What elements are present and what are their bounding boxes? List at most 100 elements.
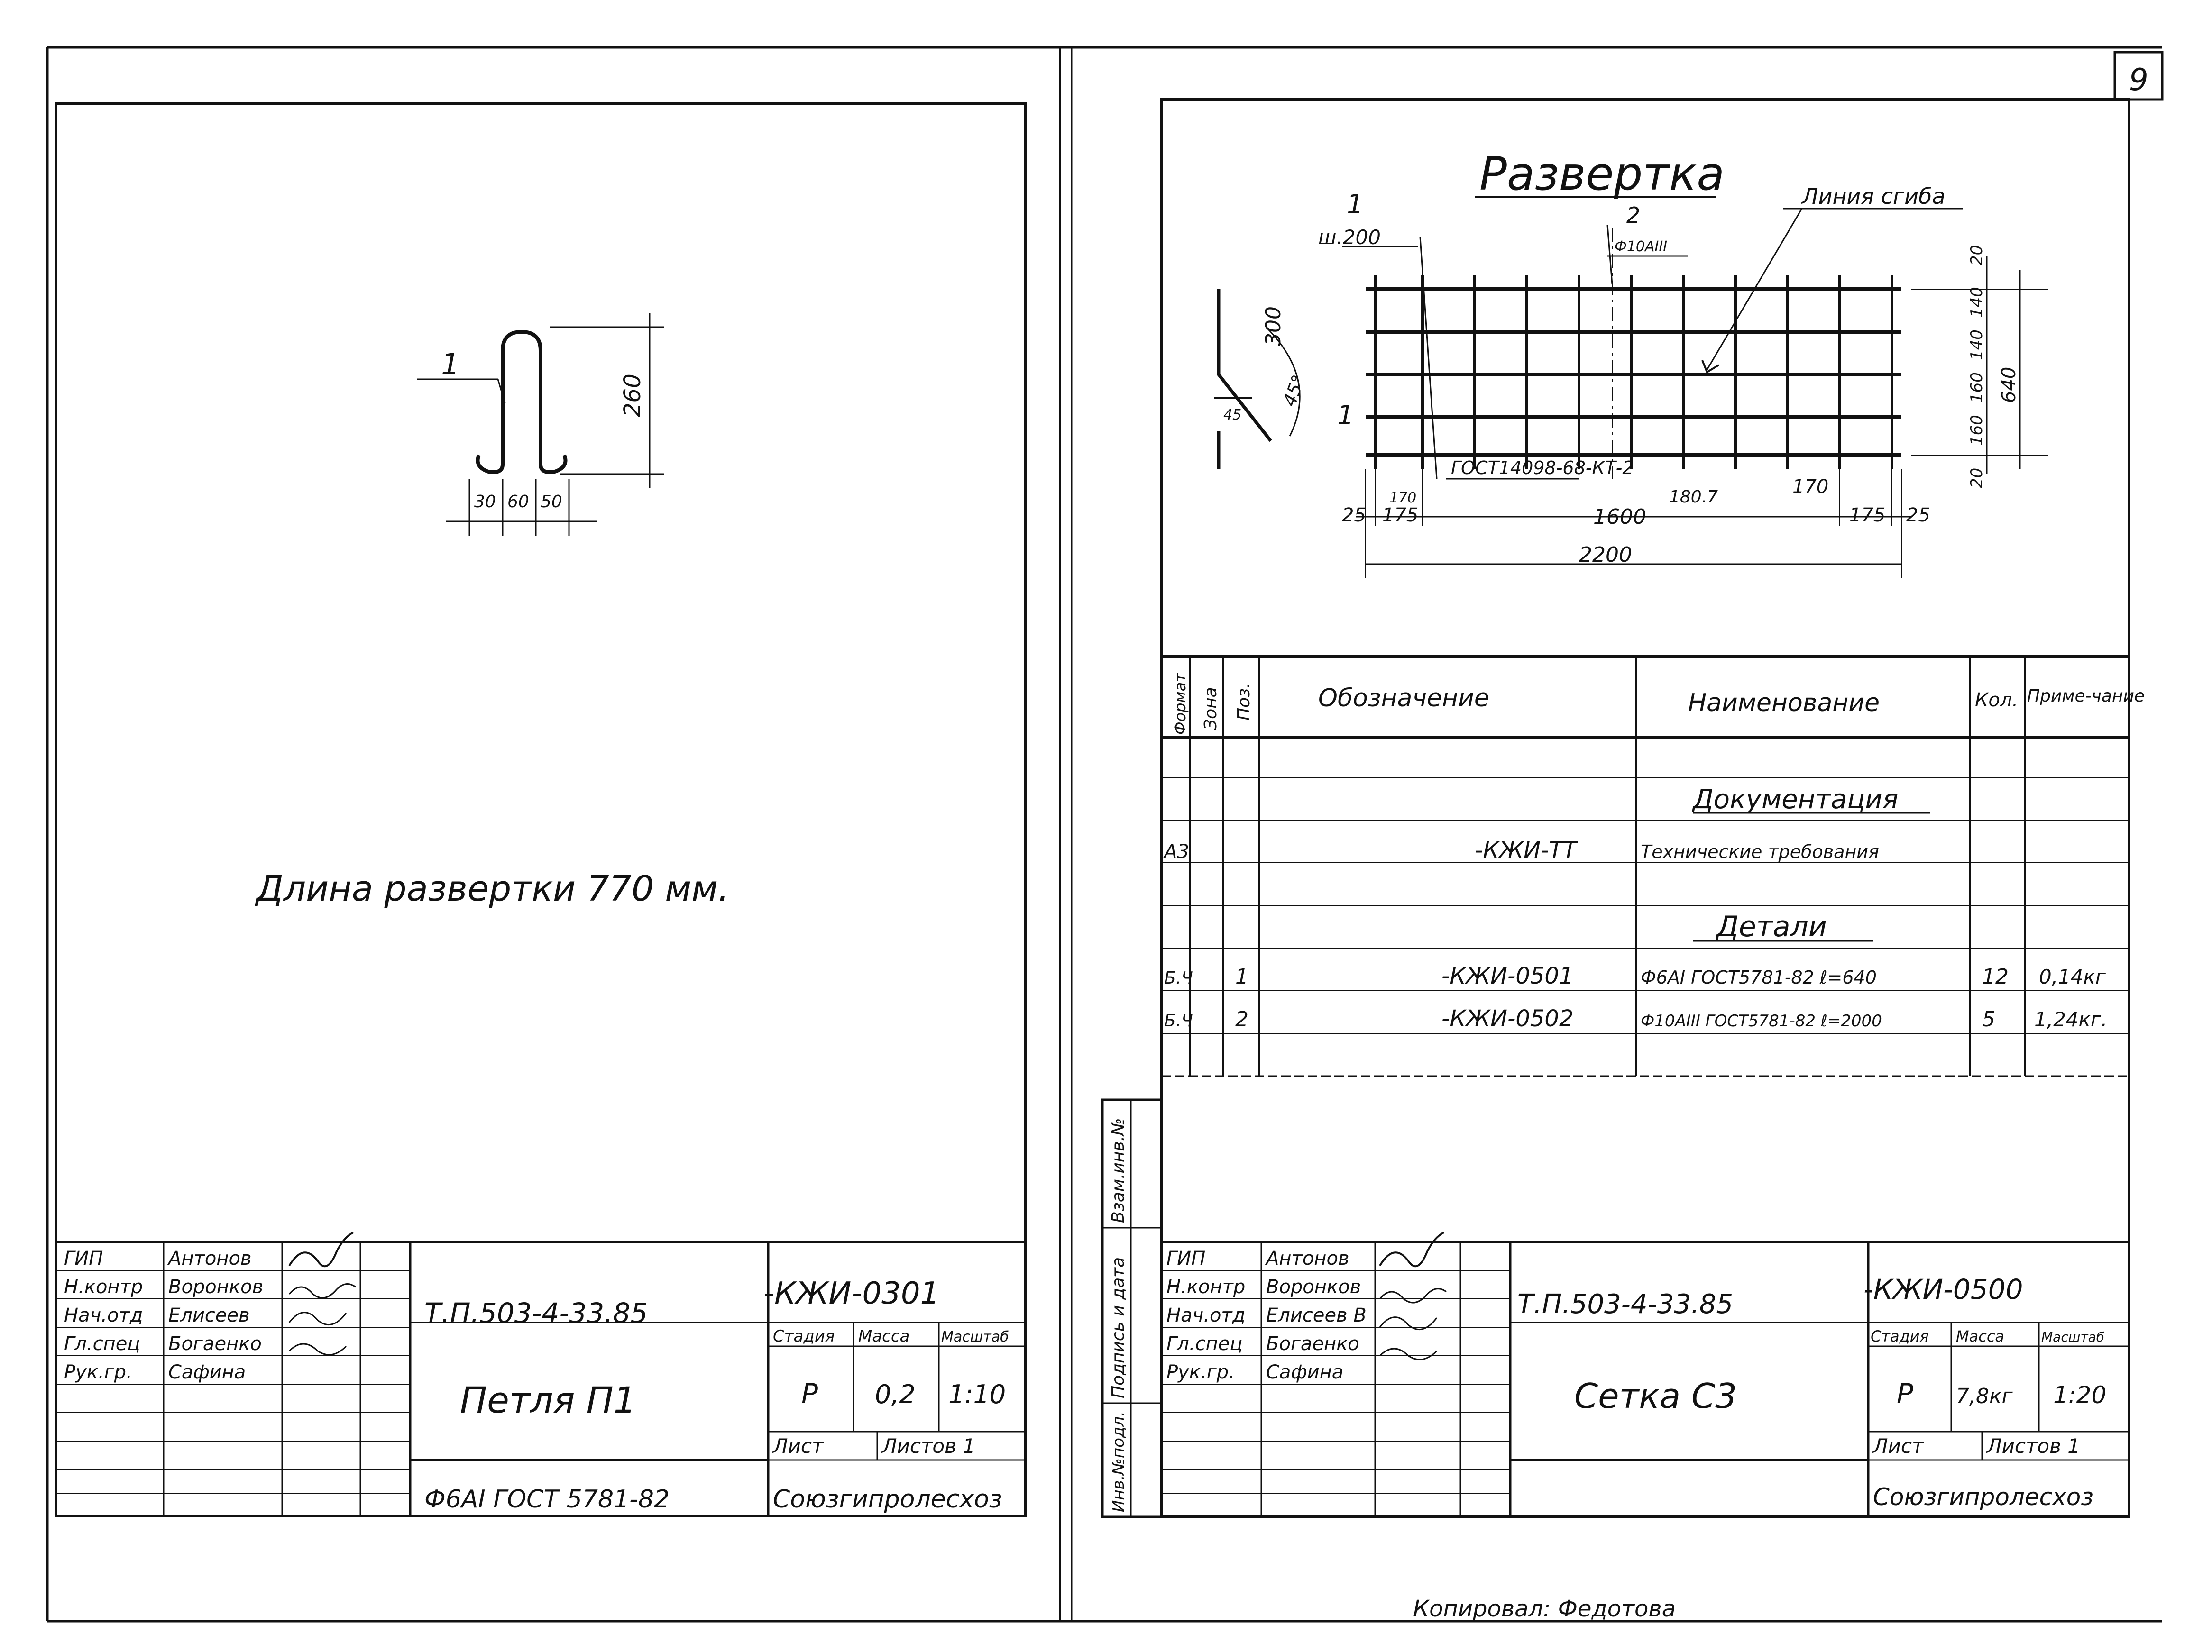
pencil-note-1: 170 xyxy=(1389,490,1416,506)
row1-format: Б.Ч xyxy=(1164,968,1193,988)
loop-dim-height: 260 xyxy=(619,374,646,417)
section-documentation: Документация xyxy=(1691,784,1898,815)
th-name: Наименование xyxy=(1688,689,1880,717)
row2-note: 1,24кг. xyxy=(2034,1008,2107,1031)
dim-300: 300 xyxy=(1261,306,1285,346)
dim-175b: 175 xyxy=(1849,504,1885,526)
callout-2-pos: 2 xyxy=(1626,202,1640,228)
right-sheet-label: Лист xyxy=(1872,1434,1924,1458)
right-frame xyxy=(1160,98,2130,1518)
page-number-box xyxy=(2113,51,2164,101)
right-title: Сетка С3 xyxy=(1574,1376,1737,1416)
th-format: Формат xyxy=(1171,673,1189,735)
left-role-2: Н.контр xyxy=(64,1276,143,1298)
right-name-3: Елисеев В xyxy=(1266,1305,1367,1326)
section-details: Детали xyxy=(1715,910,1827,943)
sheet-borders xyxy=(46,46,2162,1623)
th-qty: Кол. xyxy=(1975,689,2018,711)
th-pos: Поз. xyxy=(1234,683,1254,721)
dim-45deg: 45° xyxy=(1279,372,1309,409)
dim-140b: 140 xyxy=(1967,329,1986,360)
row2-format: Б.Ч xyxy=(1164,1011,1193,1031)
left-name-2: Воронков xyxy=(168,1276,263,1298)
left-title: Петля П1 xyxy=(460,1379,636,1421)
dim-25a: 25 xyxy=(1342,504,1366,526)
right-name-1: Антонов xyxy=(1265,1248,1349,1269)
side-strip-1: Взам.инв.№ xyxy=(1109,1118,1128,1223)
left-project: Т.П.503-4-33.85 xyxy=(424,1297,648,1329)
left-name-4: Богаенко xyxy=(168,1333,262,1355)
left-material: Ф6АI ГОСТ 5781-82 xyxy=(424,1485,670,1514)
right-role-4: Гл.спец xyxy=(1166,1333,1243,1355)
right-scale: 1:20 xyxy=(2053,1381,2106,1409)
dim-140a: 140 xyxy=(1967,287,1986,318)
right-col-mass: Масса xyxy=(1956,1327,2004,1345)
loop-detail xyxy=(417,313,664,536)
callout-1-pos: 1 xyxy=(1347,189,1364,220)
row1-name: Ф6АI ГОСТ5781-82 ℓ=640 xyxy=(1641,967,1877,988)
dim-25b: 25 xyxy=(1906,504,1930,526)
side-strip-2: Подпись и дата xyxy=(1109,1257,1128,1398)
right-role-5: Рук.гр. xyxy=(1166,1361,1235,1383)
right-stage: Р xyxy=(1897,1378,1913,1410)
loop-position-label: 1 xyxy=(441,347,459,382)
left-col-scale: Масштаб xyxy=(941,1329,1009,1345)
left-sheets-label: Листов 1 xyxy=(881,1434,975,1458)
right-col-scale: Масштаб xyxy=(2041,1329,2104,1345)
right-col-stage: Стадия xyxy=(1871,1327,1929,1345)
doc-format: А3 xyxy=(1163,841,1189,863)
left-signatures xyxy=(288,1232,356,1356)
doc-designation: -КЖИ-ТТ xyxy=(1475,837,1579,864)
left-name-1: Антонов xyxy=(167,1248,252,1269)
left-stamp-grid xyxy=(56,1241,1026,1516)
left-name-3: Елисеев xyxy=(168,1305,250,1326)
right-name-2: Воронков xyxy=(1266,1276,1361,1298)
right-code: -КЖИ-0500 xyxy=(1863,1273,2023,1305)
side-strip-grid xyxy=(1101,1098,1163,1518)
left-role-5: Рук.гр. xyxy=(64,1361,132,1383)
right-stamp-grid xyxy=(1162,1241,2129,1517)
left-mass: 0,2 xyxy=(875,1379,916,1409)
th-designation: Обозначение xyxy=(1318,684,1489,712)
dim-1600: 1600 xyxy=(1593,505,1646,529)
row2-designation: -КЖИ-0502 xyxy=(1441,1005,1573,1032)
loop-dim-w1: 30 xyxy=(474,492,496,511)
callout-2-spec: Ф10АIII xyxy=(1615,238,1667,255)
row2-pos: 2 xyxy=(1235,1007,1248,1031)
row1-designation: -КЖИ-0501 xyxy=(1441,963,1573,989)
copied-by: Копировал: Федотова xyxy=(1413,1596,1676,1622)
th-zone: Зона xyxy=(1201,687,1221,730)
left-org: Союзгипролесхоз xyxy=(773,1485,1002,1514)
unfold-title: Развертка xyxy=(1479,147,1725,201)
right-project: Т.П.503-4-33.85 xyxy=(1517,1289,1733,1320)
left-role-3: Нач.отд xyxy=(64,1305,143,1326)
left-code: -КЖИ-0301 xyxy=(763,1276,939,1311)
right-sheets-label: Листов 1 xyxy=(1986,1434,2080,1458)
row1-note: 0,14кг xyxy=(2039,965,2106,988)
loop-dim-w3: 50 xyxy=(541,492,562,511)
loop-dim-w2: 60 xyxy=(507,492,529,511)
row2-name: Ф10АIII ГОСТ5781-82 ℓ=2000 xyxy=(1641,1012,1882,1031)
unfold-length-note: Длина развертки 770 мм. xyxy=(255,868,729,909)
right-name-5: Сафина xyxy=(1266,1361,1343,1383)
row2-qty: 5 xyxy=(1982,1007,1995,1031)
row1-pos: 1 xyxy=(1235,965,1248,989)
right-name-4: Богаенко xyxy=(1266,1333,1359,1355)
spec-table-grid xyxy=(1162,655,2129,1077)
right-role-2: Н.контр xyxy=(1166,1276,1245,1298)
pencil-note-3: 170 xyxy=(1792,476,1828,498)
gost-label: ГОСТ14098-68-КТ-2 xyxy=(1451,457,1634,478)
doc-name: Технические требования xyxy=(1641,841,1879,862)
dim-175a: 175 xyxy=(1382,504,1418,526)
left-col-mass: Масса xyxy=(858,1327,909,1346)
left-role-4: Гл.спец xyxy=(64,1333,140,1355)
dim-160a: 160 xyxy=(1967,372,1986,403)
dim-20a: 20 xyxy=(1967,245,1986,265)
dim-45: 45 xyxy=(1223,407,1241,423)
mesh-drawing xyxy=(1214,208,2048,578)
left-stage: Р xyxy=(801,1378,818,1410)
right-org: Союзгипролесхоз xyxy=(1873,1483,2093,1511)
left-scale: 1:10 xyxy=(948,1379,1006,1409)
left-frame xyxy=(55,102,1027,1517)
row1-qty: 12 xyxy=(1982,965,2009,989)
